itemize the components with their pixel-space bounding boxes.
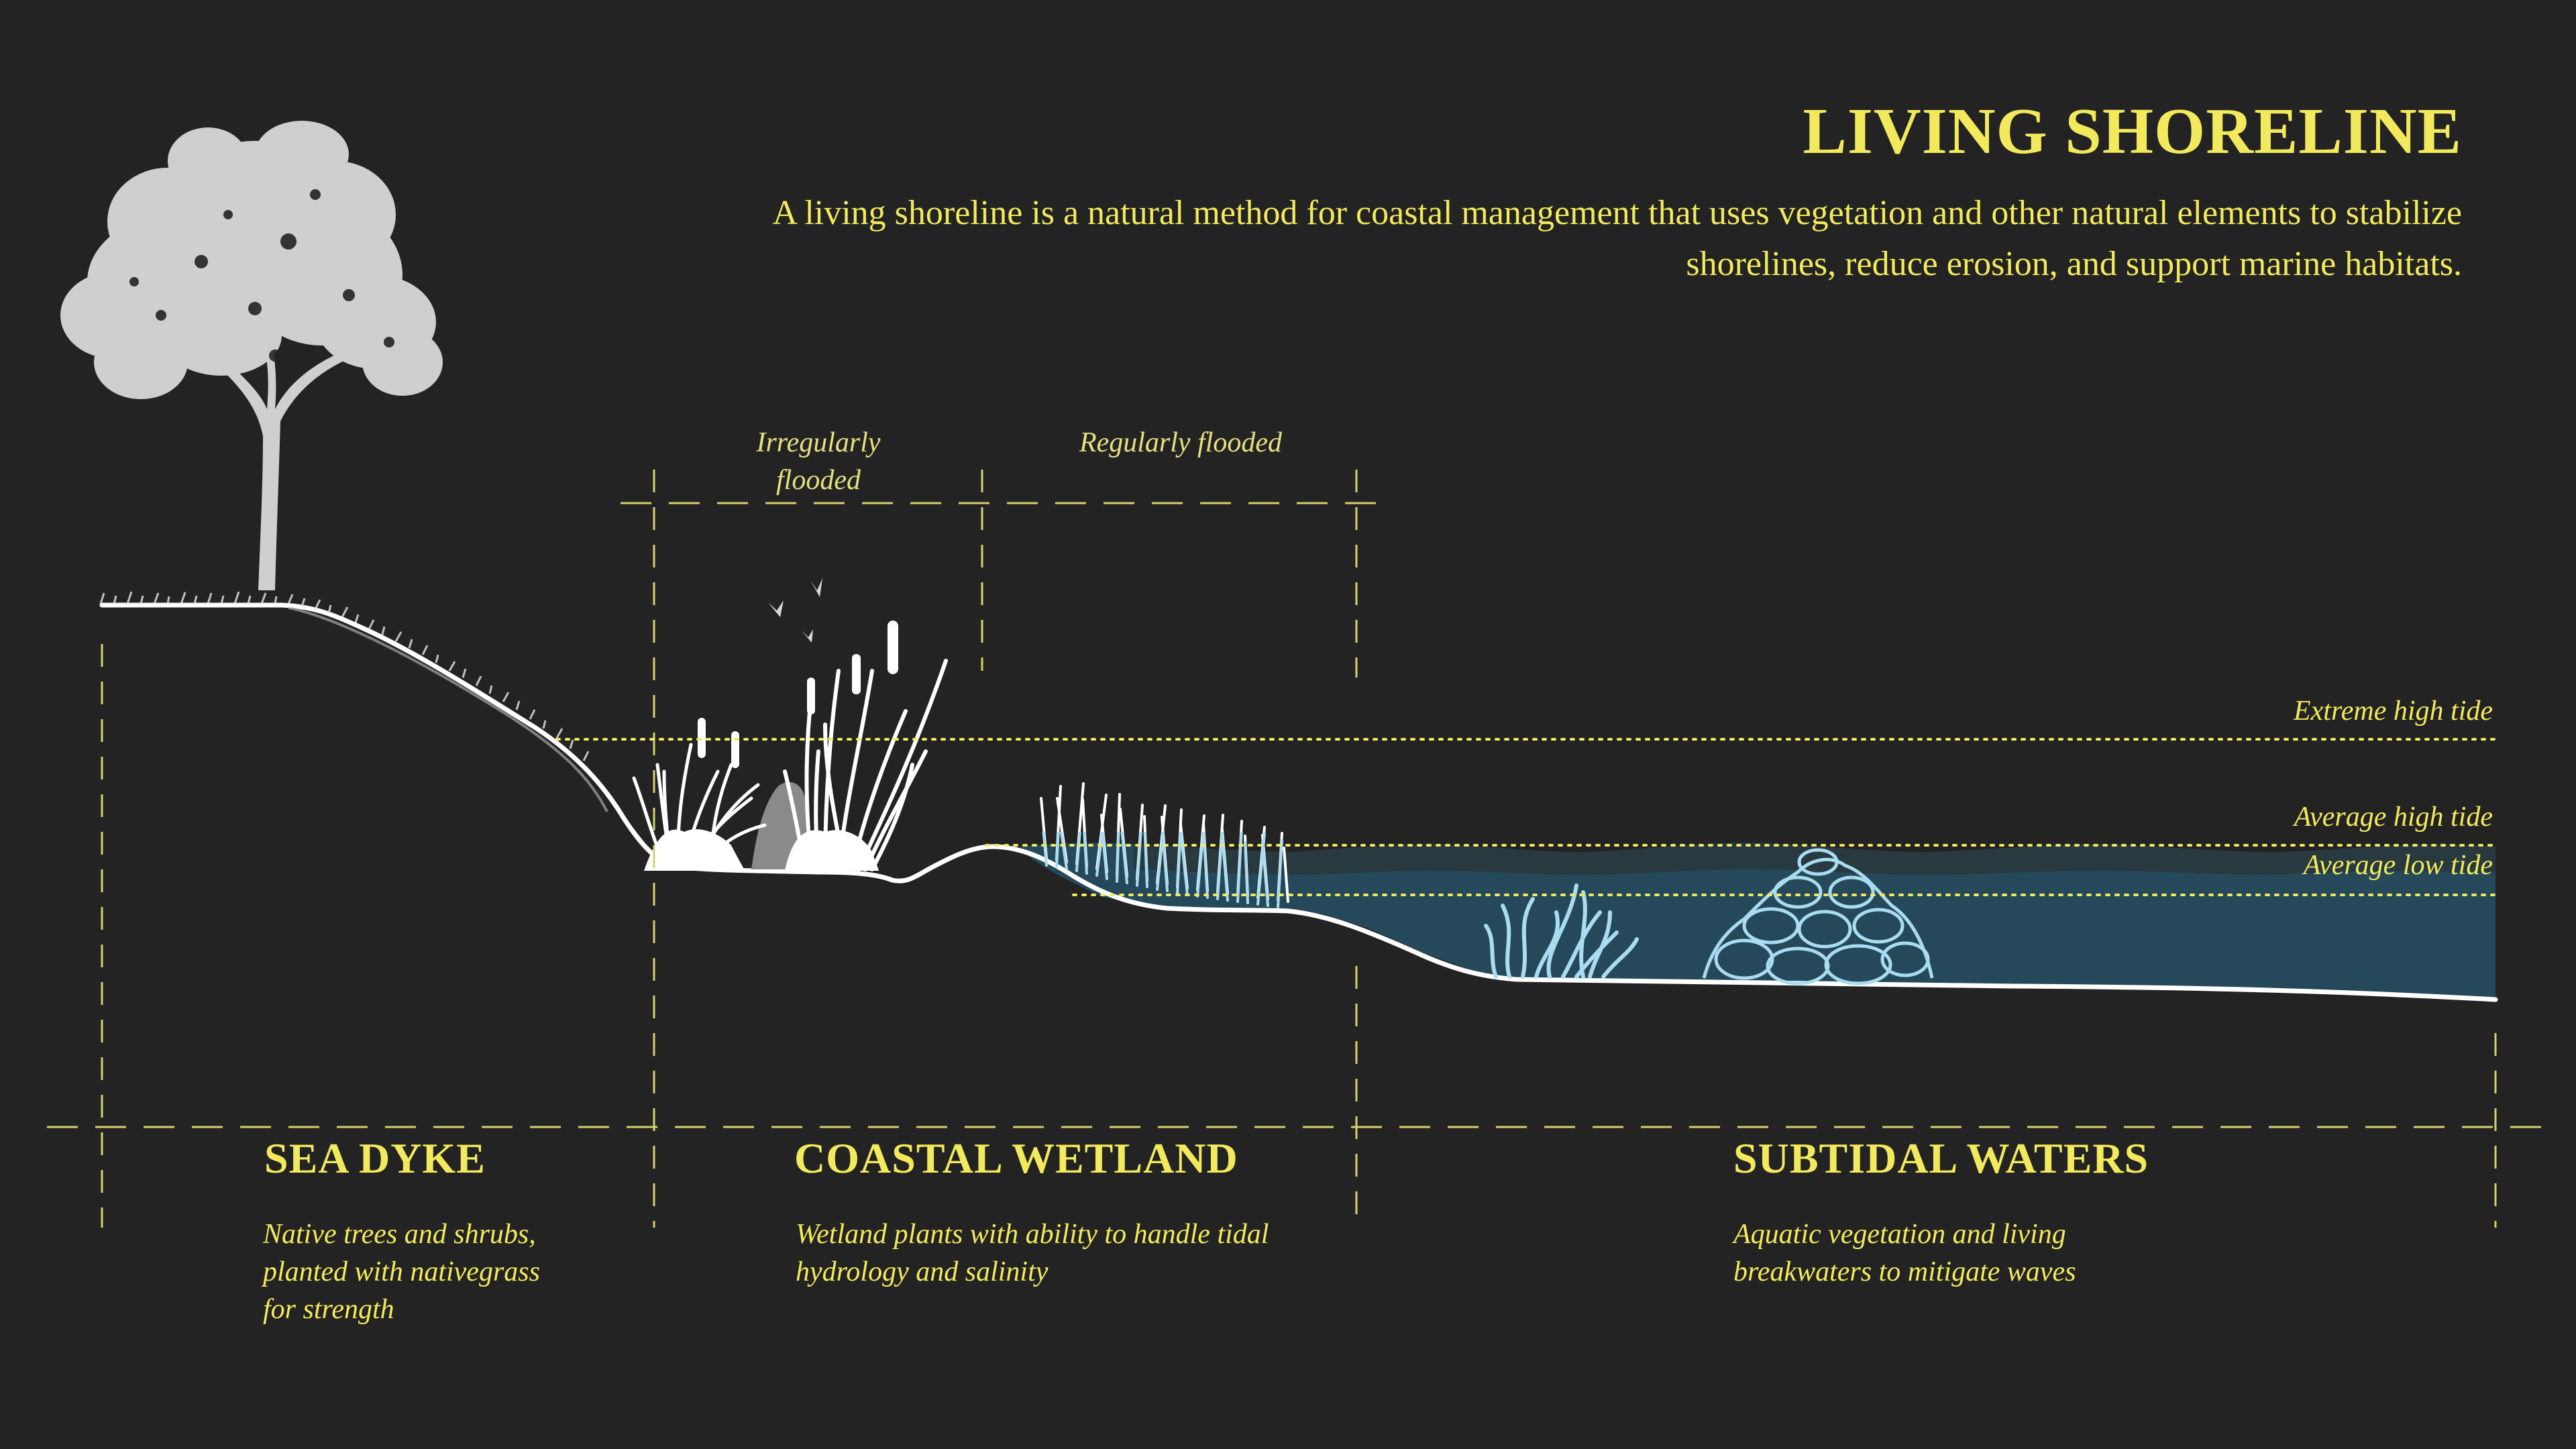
zone-description-coastal-wetland: Wetland plants with ability to handle ti…: [796, 1219, 1269, 1287]
tall-cattail-base: [785, 830, 879, 871]
tall-cattail-icon: [783, 659, 948, 871]
seagrass-icon: [1484, 883, 1639, 979]
zone-baseline: [47, 502, 2549, 1128]
zone-description-subtidal-waters: Aquatic vegetation and living breakwater…: [1733, 1219, 2076, 1287]
average-high-tide-label: Average high tide: [2294, 802, 2493, 833]
bird-icon: [768, 578, 822, 643]
ground-profile: [99, 602, 2498, 1002]
cattail-heads: [698, 718, 739, 768]
zone-title-sea-dyke: SEA DYKE: [264, 1134, 486, 1182]
tree-icon: [60, 121, 443, 590]
zone-title-coastal-wetland: COASTAL WETLAND: [794, 1134, 1238, 1182]
tall-cattail-heads: [807, 621, 898, 714]
regularly-flooded-label: Regularly flooded: [1079, 427, 1283, 458]
tide-lines: [555, 738, 2497, 896]
irregularly-flooded-label: Irregularly flooded: [756, 427, 881, 496]
zone-description-sea-dyke: Native trees and shrubs, planted with na…: [263, 1219, 540, 1325]
zone-dividers: [101, 470, 2497, 1228]
grass-clump-base: [644, 829, 745, 871]
dyke-grass-texture: [99, 591, 590, 761]
rock-breakwater-icon: [1702, 848, 1934, 985]
zone-title-subtidal-waters: SUBTIDAL WATERS: [1733, 1134, 2149, 1182]
page-title: LIVING SHORELINE: [1803, 95, 2462, 168]
water-surface-band: [1134, 843, 2496, 875]
water-body: [1020, 843, 2496, 998]
extreme-high-tide-label: Extreme high tide: [2293, 696, 2493, 727]
dyke-slope-edge: [288, 606, 608, 812]
cattail-icon: [622, 743, 767, 867]
average-low-tide-label: Average low tide: [2303, 850, 2493, 881]
page-description: A living shoreline is a natural method f…: [772, 194, 2462, 283]
wetland-grass-submerged: [1042, 832, 1283, 908]
